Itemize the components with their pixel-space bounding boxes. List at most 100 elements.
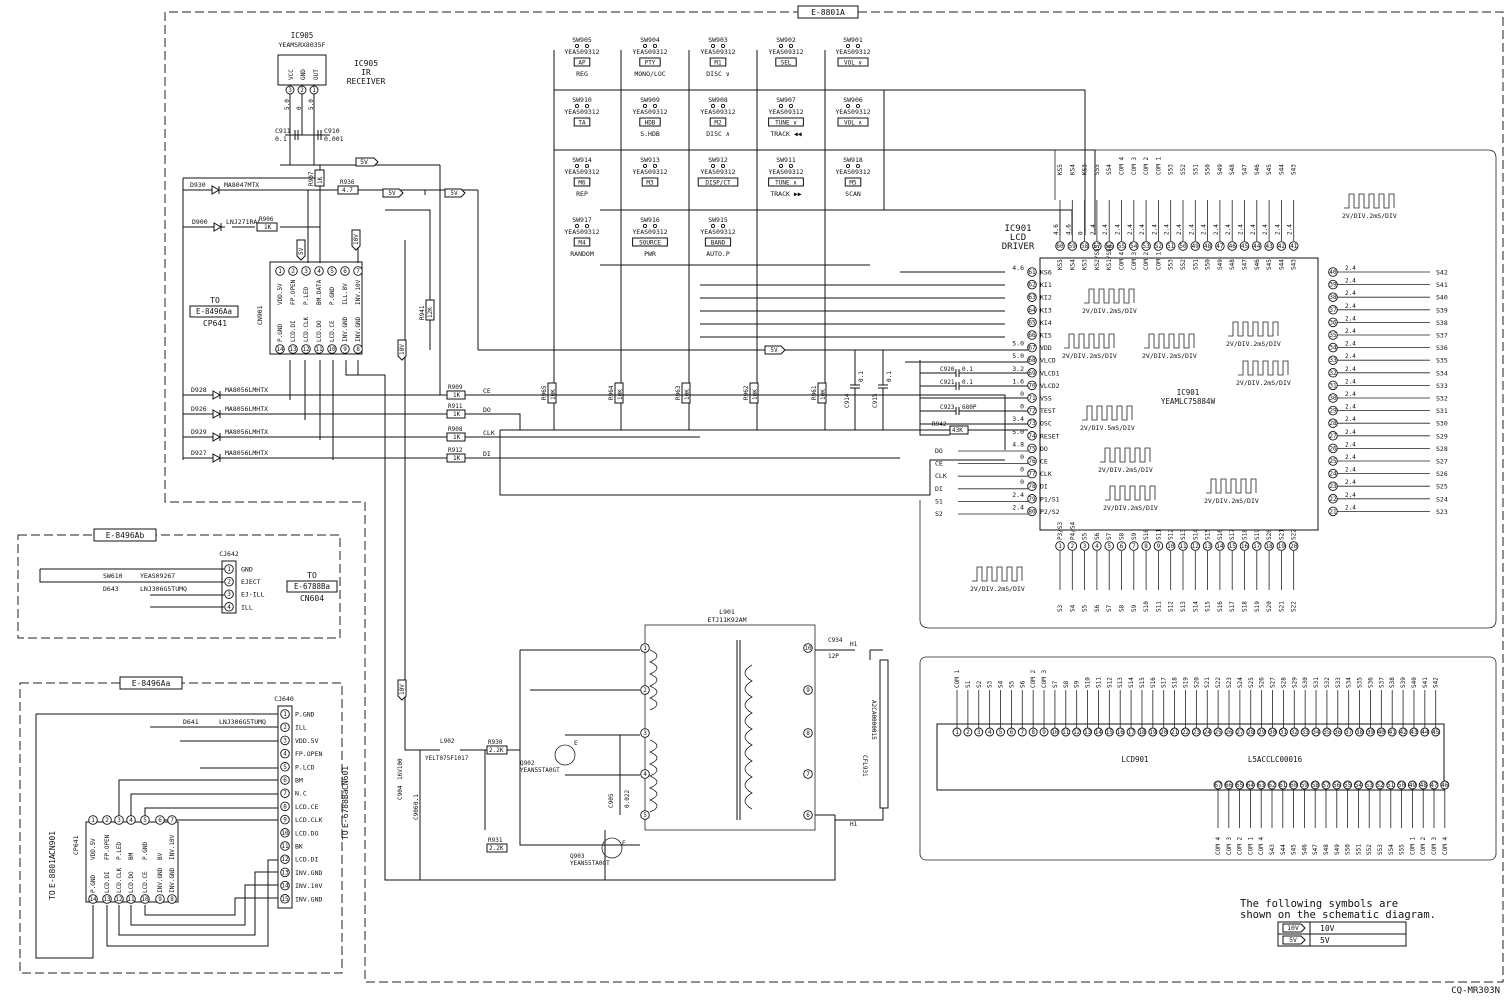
key-resistor — [547, 382, 557, 404]
waveform-caption: 2V/DIV.2mS/DIV — [1236, 379, 1291, 387]
r931-ref: R931 — [488, 837, 503, 844]
ic901-pin-62 — [1027, 279, 1037, 290]
line-net-label: DO — [483, 406, 491, 414]
cj640-board: E-6788Ba — [341, 789, 350, 828]
lcd-pin-65-num: 65 — [1236, 782, 1244, 789]
switch-function-label: SCAN — [845, 190, 861, 198]
board-label-box — [797, 5, 859, 19]
ic901-pin-signal: COM 2 — [1143, 252, 1150, 270]
cn901-pin-4 — [314, 266, 324, 276]
transformer-pin-3-num: 3 — [643, 730, 647, 737]
ic901-pin-8 — [1141, 541, 1151, 551]
ic901-pin-signal: KI5 — [1040, 332, 1052, 340]
lcd-top-signal: S34 — [1346, 677, 1353, 688]
lcd-pin-54-num: 54 — [1355, 782, 1363, 789]
waveform-trace — [972, 566, 1023, 582]
ic901-top-net: S43 — [1291, 164, 1298, 175]
ic901-pin-43 — [1264, 241, 1274, 251]
cj640-pin-6 — [280, 775, 290, 785]
ic901-pin-44-num: 44 — [1253, 243, 1261, 250]
lcd-top-signal: S7 — [1052, 680, 1059, 688]
lcd-pin-37-num: 37 — [1345, 729, 1353, 736]
svg-text:2: 2 — [300, 87, 304, 94]
ic901-pin-signal: VLCD2 — [1040, 382, 1060, 390]
ic901-bottom-net: S5 — [1082, 604, 1089, 612]
c905-ref: C905 — [608, 793, 615, 808]
lcd-top-signal: S26 — [1259, 677, 1266, 688]
ir-pin-gnd: GND — [300, 69, 307, 80]
ic901-pin-signal: S50 — [1205, 259, 1212, 270]
ic901-pin-signal: KS4 — [1069, 259, 1076, 270]
switch-contact — [584, 163, 590, 169]
cj640-pin-label: P.GND — [295, 711, 315, 719]
cn901-top-signal: P.LED — [303, 287, 310, 305]
q903-ref: Q903 — [570, 853, 585, 860]
cn901-pin-9 — [340, 344, 350, 354]
diode-d91 — [212, 409, 222, 419]
ic901-top-net: S51 — [1192, 164, 1199, 175]
c906-ref: C906 — [413, 805, 420, 820]
switch-part: YEAS09312 — [700, 168, 735, 176]
switch-contact — [584, 103, 590, 109]
ic901-top-net: S48 — [1229, 164, 1236, 175]
line-resistor-ref: R912 — [448, 447, 463, 454]
r941 — [425, 299, 435, 321]
r906 — [256, 222, 278, 232]
cj640-pin-15-num: 15 — [281, 896, 289, 903]
switch-key-box — [768, 177, 804, 187]
waveform-caption: 2V/DIV.2mS/DIV — [1226, 340, 1281, 348]
c910-val: 0.001 — [324, 135, 344, 143]
ic901-bottom-net: S14 — [1192, 601, 1199, 612]
cp641-bottom-signal: LCD.CE — [142, 871, 149, 893]
board-a-label: E-8496Aa — [132, 679, 171, 688]
h1-bottom: H1 — [850, 821, 858, 828]
switch-contact — [778, 103, 784, 109]
switch-key-box — [709, 57, 727, 67]
ic901-pin-9 — [1153, 541, 1164, 551]
switch-ref: SW904 — [640, 36, 660, 44]
switch-contact — [584, 223, 590, 229]
lcd-top-signal: S32 — [1324, 677, 1331, 688]
switch-part: YEAS09312 — [632, 48, 667, 56]
switch-function-label: RANDOM — [570, 250, 594, 258]
waveform-caption: 2V/DIV.2mS/DIV — [970, 585, 1025, 593]
switch-contact — [652, 223, 658, 229]
lcd-top-signal: S31 — [1313, 677, 1320, 688]
switch-part: YEAS09312 — [564, 48, 599, 56]
ic901-pin-58-num: 58 — [1081, 243, 1089, 250]
cj642-pin-2-num: 2 — [227, 579, 231, 586]
switch-part: YEAS09312 — [768, 168, 803, 176]
cj640-pin-3 — [280, 735, 290, 746]
lcd-pin-15-num: 15 — [1106, 729, 1114, 736]
switch-key-label: M2 — [714, 120, 722, 127]
cj642: CJ642 TO E-6788Ba CN604 SW610 YEAS09267 … — [39, 550, 338, 614]
lcd-pin-16-num: 16 — [1117, 729, 1125, 736]
switch-key-label: HDB — [645, 120, 656, 127]
cp641-pins: 1VDD.5V2FP.OPEN3P.LED4BM5P.GND6BV7INV.10… — [88, 815, 177, 904]
ic901-pin-10 — [1165, 541, 1176, 551]
ic901-pin-79-num: 79 — [1028, 496, 1036, 503]
cn901-bottom-signal: LCD.CLK — [303, 316, 310, 342]
cn901-to: TO — [210, 296, 220, 305]
lcd-pin-8-num: 8 — [1031, 729, 1035, 736]
left-net-label: DO — [935, 447, 943, 455]
transformer-pin-4-num: 4 — [643, 771, 647, 778]
ic901-pin-volt: 2.4 — [1345, 366, 1356, 373]
ic901-pin-16-num: 16 — [1241, 543, 1249, 550]
ic901-pin-5-num: 5 — [1107, 543, 1111, 550]
lcd-pin-27-num: 27 — [1236, 729, 1244, 736]
ic901-right-net: S36 — [1436, 344, 1448, 352]
switch-ref: SW917 — [572, 216, 592, 224]
switch-key-box — [775, 57, 797, 67]
ic901-pin-volt: 2.4 — [1188, 224, 1195, 235]
lcd-top-signal: S18 — [1172, 677, 1179, 688]
lcd-pin-56-num: 56 — [1333, 782, 1341, 789]
lcd-top-signal: S20 — [1193, 677, 1200, 688]
transformer-pin-5-num: 5 — [643, 812, 647, 819]
ic901-pin-signal: P2/S2 — [1040, 508, 1060, 516]
cp641-bottom-signal: LCD.CLK — [116, 867, 123, 893]
ic901-pin-80 — [1027, 506, 1037, 517]
cp641-pin-4 — [126, 815, 136, 825]
flag-10v-c-text: 10V — [399, 684, 406, 695]
cj642-pin-3-num: 3 — [227, 591, 231, 598]
